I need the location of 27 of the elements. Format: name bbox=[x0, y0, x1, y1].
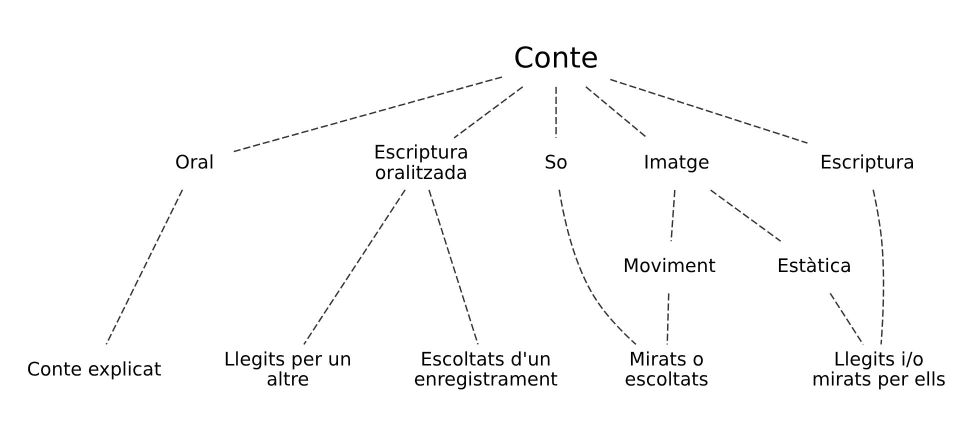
node-text: Imatge bbox=[644, 152, 710, 174]
node-text: Estàtica bbox=[777, 256, 852, 278]
node-text: So bbox=[544, 152, 568, 174]
node-text: Mirats o escoltats bbox=[624, 349, 708, 390]
connector bbox=[303, 189, 406, 345]
connector bbox=[666, 293, 670, 344]
node-text: Llegits per un altre bbox=[224, 349, 352, 390]
connector bbox=[106, 190, 184, 345]
node-text: Escriptura bbox=[820, 152, 915, 174]
connector bbox=[454, 86, 524, 138]
connector bbox=[558, 190, 636, 345]
node-text: Llegits i/o mirats per ells bbox=[812, 349, 946, 390]
node-text: Conte explicat bbox=[26, 359, 162, 380]
node-text: Oral bbox=[175, 152, 214, 174]
connector bbox=[710, 190, 782, 242]
connector bbox=[670, 190, 676, 242]
connector bbox=[610, 78, 808, 144]
connector bbox=[830, 293, 864, 345]
connector bbox=[585, 86, 648, 138]
connector bbox=[428, 190, 479, 345]
connector bbox=[555, 86, 557, 138]
connector bbox=[872, 190, 884, 345]
connector bbox=[233, 76, 502, 152]
node-text: Moviment bbox=[623, 256, 716, 278]
node-text: Conte bbox=[514, 40, 598, 75]
node-text: Escriptura oralitzada bbox=[374, 142, 469, 184]
node-text: Escoltats d'un enregistrament bbox=[414, 349, 558, 390]
